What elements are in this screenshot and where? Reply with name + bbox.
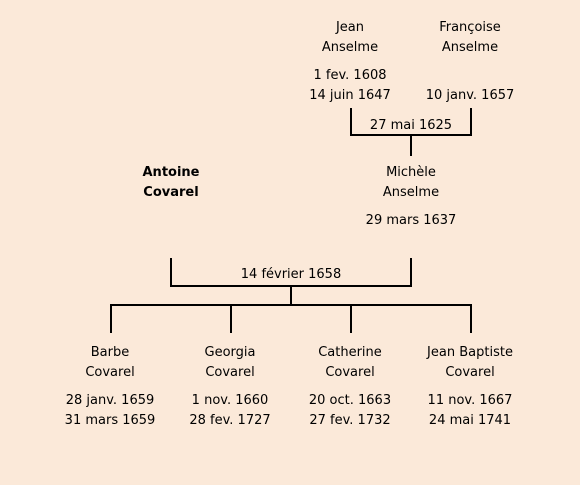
person-francoise-anselme-death: 10 janv. 1657: [425, 88, 515, 103]
connector-child-jean-baptiste: [470, 304, 472, 333]
person-jean-baptiste-first-name: Jean Baptiste: [427, 345, 513, 360]
person-georgia-birth: 1 nov. 1660: [191, 393, 269, 408]
person-barbe-death: 31 mars 1659: [64, 413, 156, 428]
connector-antoine-down: [170, 258, 172, 286]
person-georgia-death: 28 fev. 1727: [189, 413, 271, 428]
person-jean-baptiste-death: 24 mai 1741: [428, 413, 512, 428]
person-michele-anselme-last-name: Anselme: [382, 185, 440, 200]
person-michele-anselme-first-name: Michèle: [386, 165, 436, 180]
person-jean-baptiste-last-name: Covarel: [445, 365, 495, 380]
person-catherine-first-name: Catherine: [318, 345, 382, 360]
person-catherine-death: 27 fev. 1732: [309, 413, 391, 428]
person-georgia-first-name: Georgia: [204, 345, 256, 360]
person-antoine-covarel-first-name: Antoine: [142, 165, 200, 180]
connector-couple-to-children: [290, 285, 292, 306]
connector-jean-down: [350, 108, 352, 136]
person-barbe-birth: 28 janv. 1659: [65, 393, 155, 408]
person-barbe-first-name: Barbe: [90, 345, 130, 360]
person-francoise-anselme-last-name: Anselme: [441, 40, 499, 55]
person-jean-anselme-death: 14 juin 1647: [309, 88, 391, 103]
person-barbe-last-name: Covarel: [85, 365, 135, 380]
person-georgia-last-name: Covarel: [205, 365, 255, 380]
person-francoise-anselme-first-name: Françoise: [439, 20, 501, 35]
person-antoine-covarel-last-name: Covarel: [143, 185, 199, 200]
person-michele-anselme-birth: 29 mars 1637: [365, 213, 457, 228]
connector-child-barbe: [110, 304, 112, 333]
couple-marriage-date: 14 février 1658: [240, 267, 342, 282]
person-catherine-last-name: Covarel: [325, 365, 375, 380]
connector-child-georgia: [230, 304, 232, 333]
parents-marriage-date: 27 mai 1625: [369, 118, 453, 133]
person-jean-anselme-birth: 1 fev. 1608: [313, 68, 387, 83]
connector-michele-down: [410, 258, 412, 286]
person-jean-anselme-last-name: Anselme: [321, 40, 379, 55]
connector-parents-to-michele: [410, 134, 412, 156]
person-jean-baptiste-birth: 11 nov. 1667: [427, 393, 513, 408]
person-catherine-birth: 20 oct. 1663: [308, 393, 392, 408]
connector-francoise-down: [470, 108, 472, 136]
connector-child-catherine: [350, 304, 352, 333]
person-jean-anselme-first-name: Jean: [335, 20, 365, 35]
connector-children-bar: [110, 304, 472, 306]
